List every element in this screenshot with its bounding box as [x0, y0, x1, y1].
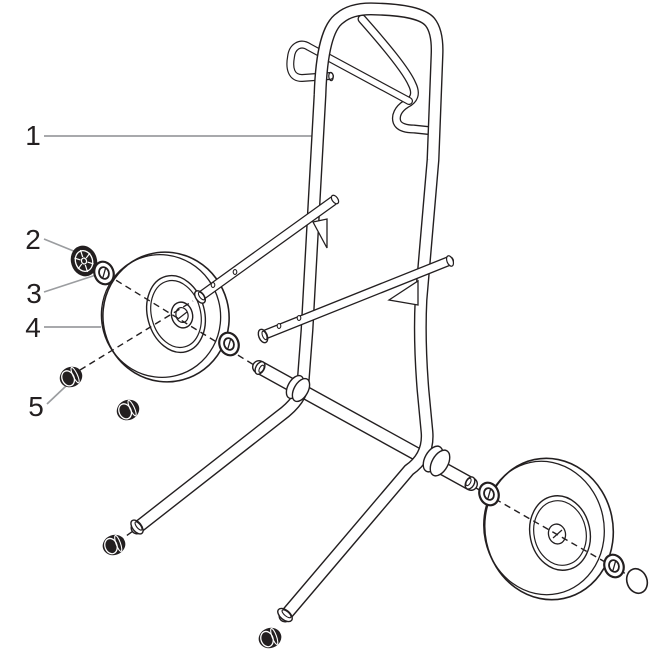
push-nut: [70, 245, 98, 277]
callout-4-label: 4: [25, 312, 41, 343]
tube-end-cap-arm-lower: [116, 399, 140, 421]
cart-frame-tube: [130, 2, 444, 623]
arm-hole: [276, 323, 282, 329]
gun-hook-tube: [286, 40, 413, 105]
arm-open-end-lower-wall: [261, 330, 268, 341]
callout-2-label: 2: [25, 224, 41, 255]
wheel-left-bore-slash: [177, 311, 188, 320]
arm-end-nub-upper: [330, 194, 340, 205]
washer-left-inner: [218, 331, 240, 357]
support-arms: [193, 194, 455, 344]
callout-numbers: 1 2 3 4 5: [25, 120, 44, 422]
tube-end-cap-right-leg: [258, 627, 282, 649]
hub-cap-right: [625, 567, 649, 595]
axis-arm-cap: [79, 300, 194, 371]
gusset-upper: [312, 218, 328, 249]
washer-right-inner: [478, 481, 500, 507]
tube-end-cap-left-leg: [102, 534, 126, 556]
axle-open-end-right-wall: [465, 477, 472, 487]
wheel-left-tread-line: [100, 253, 222, 379]
arm-end-nub-lower: [445, 255, 455, 267]
wheel-right-hub-ring: [533, 500, 587, 566]
gun-hook-open-end: [328, 71, 334, 82]
arm-open-end-upper-wall: [197, 291, 206, 301]
callout-2-leader: [43, 238, 77, 253]
wheel-right: [483, 457, 615, 601]
washer-left-outer: [93, 260, 115, 286]
gusset-lower: [387, 279, 419, 306]
washer-right-outer: [603, 553, 625, 579]
axle-flange-left: [291, 377, 311, 403]
arm-hole: [210, 282, 216, 288]
axle-flange-right: [429, 449, 451, 477]
wheel-left-hub-ring: [150, 279, 202, 349]
callout-3-leader: [43, 274, 97, 293]
left-leg-open-end-wall: [134, 521, 143, 531]
callout-1-label: 1: [25, 120, 41, 151]
leg-open-ends: [130, 519, 293, 623]
axle-flanges: [254, 361, 476, 490]
tube-end-cap-arm-upper: [59, 366, 83, 388]
callout-leader-lines: [43, 135, 322, 405]
callout-3-label: 3: [26, 278, 42, 309]
callout-5-label: 5: [28, 391, 44, 422]
right-leg-open-end-wall: [281, 609, 292, 619]
axle-open-end-left-wall: [258, 364, 265, 373]
callout-5-leader: [46, 385, 67, 405]
wheel-right-tread-line: [483, 460, 605, 596]
arm-hole: [296, 315, 302, 321]
handle-grip-tube: [357, 14, 438, 136]
axis-right-wheel: [475, 487, 634, 579]
arm-hole: [232, 269, 238, 275]
